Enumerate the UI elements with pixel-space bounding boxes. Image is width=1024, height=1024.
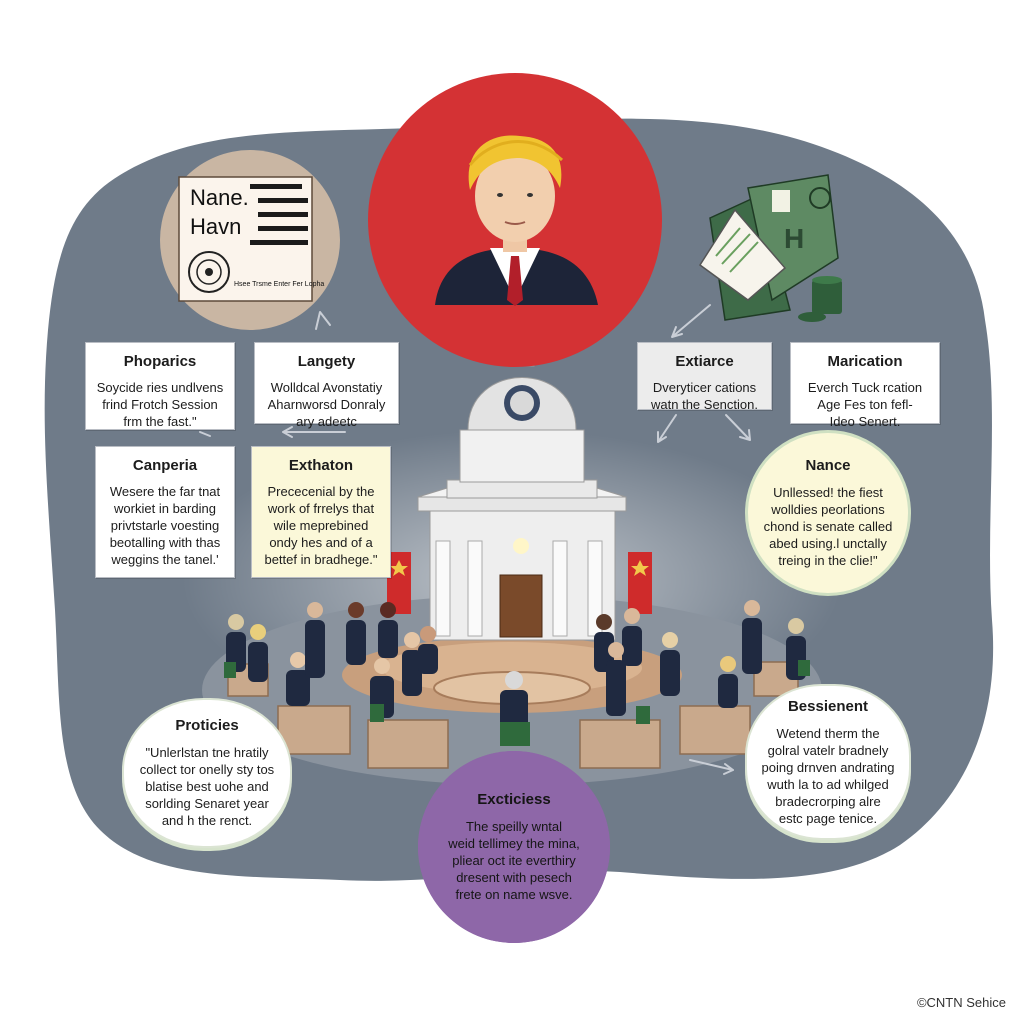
bubble-title: Bessienent [787,697,869,715]
bubble-line: dresent with pesech [456,870,572,885]
bubble-line: wuth la to ad whilged [767,776,889,792]
bubble-line: Wetend therm the [776,725,880,741]
id-card-caption: Hsee Trsme Enter Fer Lopha [234,281,324,288]
box-line: ary adeetc [296,414,357,429]
box-line: watn the Senction. [651,397,758,412]
seal-icon [188,251,230,293]
senators [226,600,806,730]
box-exthaton: Exthaton Prececenial by the work of frre… [251,446,391,578]
red-banner-right [628,552,652,614]
id-card-surname: Havn [190,214,241,239]
bubble-nance: Nance Unllessed! the fiest wolldies peor… [745,430,911,596]
id-card: Nane. Havn Hsee Trsme Enter Fer Lopha [178,176,324,302]
bubble-line: wolldies peorlations [771,502,885,517]
box-line: Wolldcal Avonstatiy [270,380,383,395]
bubble-excticiess: Excticiess The speilly wntal weid tellim… [418,751,610,943]
box-title: Marication [827,353,903,370]
bubble-proticies: Proticies "Unlerlstan tne hratily collec… [122,698,292,848]
box-line: ondy hes and of a [269,535,373,550]
bubble-title: Proticies [175,717,239,734]
bubble-line: abed using.l unctally [769,536,887,551]
bubble-line: chond is senate called [763,519,893,534]
bubble-line: frete on name wsve. [455,887,573,902]
capitol-dome-icon [417,305,627,641]
box-line: Ideo Senert. [829,414,901,429]
box-line: bettef in bradhege." [264,552,378,567]
svg-text:H: H [784,223,804,254]
box-line: Everch Tuck rcation [807,380,923,395]
box-line: frm the fast." [123,414,197,429]
box-line: wile meprebined [273,518,369,533]
box-line: Prececenial by the [267,484,375,499]
bubble-line: The speilly wntal [465,819,563,834]
box-langety: Langety Wolldcal Avonstatiy Aharnworsd D… [254,342,399,429]
bubble-title: Excticiess [477,791,551,808]
bubble-line: bradecrorping alre [775,793,881,809]
copyright-text: ©CNTN Sehice [916,995,1006,1010]
bubble-line: pliear oct ite everthiry [452,853,576,868]
box-line: weggins the tanel.' [111,552,219,567]
box-line: frind Frotch Session [102,397,218,412]
bubble-line: weid tellimey the mina, [448,836,580,851]
bubble-line: estc page tenice. [778,810,878,826]
box-title: Extiarce [675,353,734,370]
box-line: beotalling with thas [109,535,221,550]
bubble-line: blatise best uohe and [145,779,269,794]
box-title: Exthaton [288,457,354,474]
box-line: work of frrelys that [267,501,375,516]
box-line: Wesere the far tnat [109,484,221,499]
bubble-line: sorlding Senaret year [145,796,269,811]
box-canperia: Canperia Wesere the far tnat workiet in … [95,446,235,578]
bubble-line: treing in the clie!" [778,553,878,568]
box-phoparics: Phoparics Soycide ries undlvens frind Fr… [85,342,235,430]
bubble-line: Unllessed! the fiest [773,485,883,500]
box-title: Canperia [132,457,198,474]
bubble-title: Nance [805,457,851,474]
box-title: Phoparics [123,353,197,370]
bubble-line: "Unlerlstan tne hratily [145,745,269,760]
box-line: Soycide ries undlvens [96,380,224,395]
box-line: Dveryticer cations [652,380,757,395]
green-chairs [224,660,810,746]
box-line: privtstarle voesting [110,518,220,533]
box-line: Aharnworsd Donraly [267,397,386,412]
bubble-line: and h the renct. [161,813,253,828]
bubble-bessienent: Bessienent Wetend therm the golral vatel… [745,684,911,840]
box-line: Age Fes ton fefl- [817,397,913,412]
box-title: Langety [297,353,356,370]
id-card-name: Nane. [190,185,249,210]
money-stack-icon: H [698,174,842,322]
box-marication: Marication Everch Tuck rcation Age Fes t… [790,342,940,429]
politician-portrait-icon [435,135,598,306]
bubble-line: poing drnven andrating [761,759,895,775]
box-line: workiet in barding [114,501,216,516]
bubble-line: collect tor onelly sty tos [139,762,275,777]
box-extiarce: Extiarce Dveryticer cations watn the Sen… [637,342,772,412]
bubble-line: golral vatelr bradnely [767,742,889,758]
